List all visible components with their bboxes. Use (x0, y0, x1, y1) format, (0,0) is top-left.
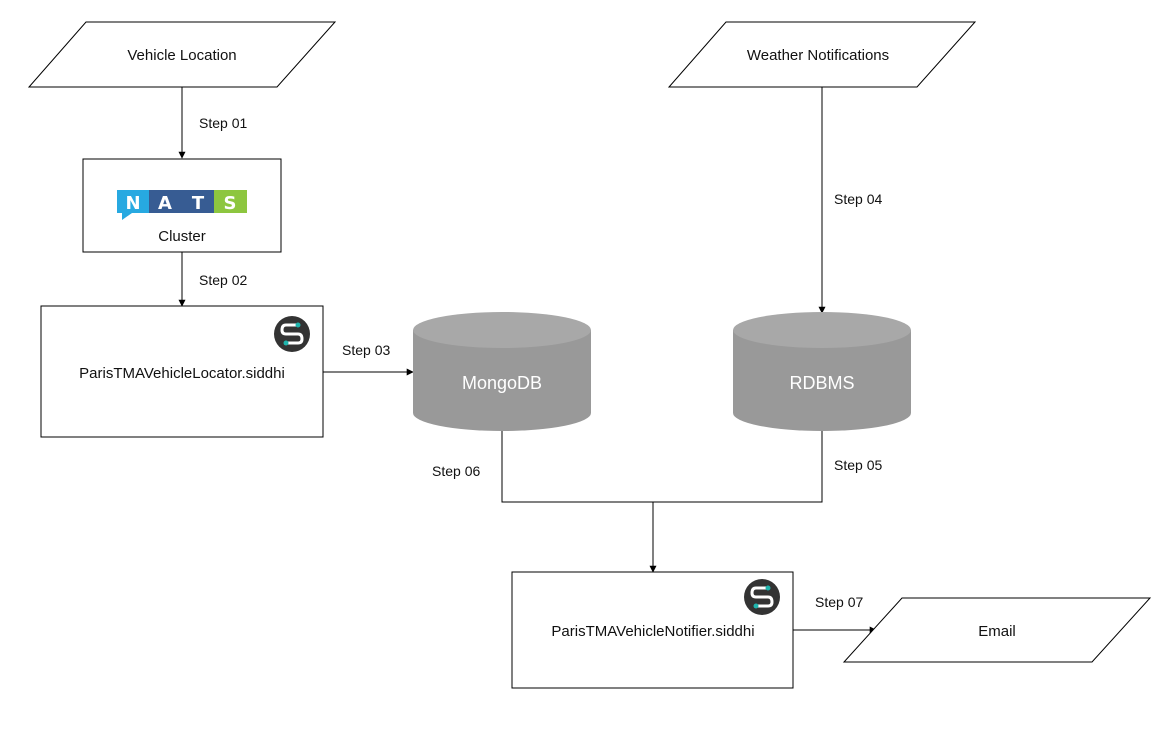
vehicle-location-label: Vehicle Location (127, 47, 236, 64)
mongodb-label: MongoDB (462, 373, 542, 393)
mongodb-database: MongoDB (413, 312, 591, 431)
rdbms-database: RDBMS (733, 312, 911, 431)
nats-letter-a: A (158, 193, 172, 214)
vehicle-locator-label: ParisTMAVehicleLocator.siddhi (79, 365, 285, 382)
step03-label: Step 03 (342, 342, 390, 358)
step07-label: Step 07 (815, 594, 863, 610)
email-output: Email (842, 597, 1152, 663)
step06-connector (501, 431, 653, 503)
siddhi-icon (744, 579, 780, 615)
email-label: Email (978, 623, 1016, 640)
vehicle-notifier-label: ParisTMAVehicleNotifier.siddhi (551, 623, 754, 640)
siddhi-icon (274, 316, 310, 352)
step02-label: Step 02 (199, 272, 247, 288)
step01-label: Step 01 (199, 115, 247, 131)
weather-notifications-input: Weather Notifications (667, 21, 977, 88)
step05-connector (653, 431, 823, 503)
rdbms-label: RDBMS (789, 373, 854, 393)
nats-letter-s: S (224, 193, 237, 214)
step05-label: Step 05 (834, 457, 882, 473)
nats-cluster-label: Cluster (158, 228, 206, 245)
nats-letter-t: T (192, 193, 205, 214)
step04-label: Step 04 (834, 191, 882, 207)
vehicle-location-input: Vehicle Location (27, 21, 337, 88)
nats-cluster-box: N A T S Cluster (82, 158, 282, 253)
vehicle-notifier-app-box: ParisTMAVehicleNotifier.siddhi (511, 571, 794, 689)
nats-logo: N A T S (117, 190, 247, 220)
vehicle-locator-app-box: ParisTMAVehicleLocator.siddhi (40, 305, 324, 438)
step06-label: Step 06 (432, 463, 480, 479)
nats-letter-n: N (125, 193, 140, 214)
weather-notifications-label: Weather Notifications (747, 47, 889, 64)
